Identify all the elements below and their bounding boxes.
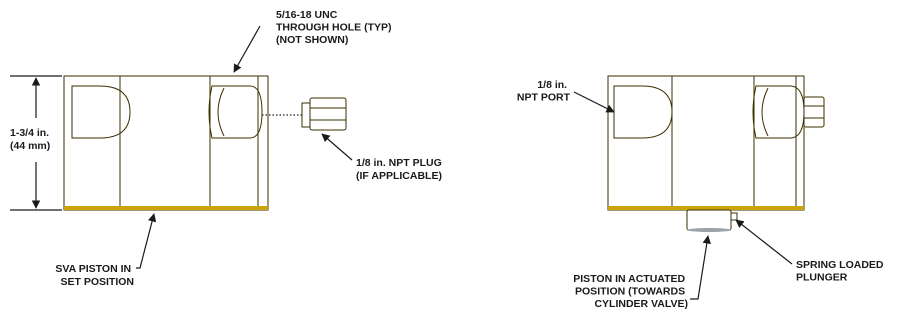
npt-plug-label: 1/8 in. NPT PLUG (IF APPLICABLE) xyxy=(356,157,445,182)
left-boss xyxy=(71,85,131,139)
installed-plug xyxy=(803,96,825,128)
left-valve-body xyxy=(63,75,269,211)
height-dimension xyxy=(10,75,62,211)
left-body-block xyxy=(63,75,269,211)
sva-piston-arrow xyxy=(136,213,157,269)
right-left-boss xyxy=(613,85,673,139)
spring-plunger-label: SPRING LOADED PLUNGER xyxy=(796,259,886,284)
through-hole-label: 5/16-18 UNC THROUGH HOLE (TYP) (NOT SHOW… xyxy=(276,9,394,46)
right-boss xyxy=(208,85,263,139)
spring-plunger-arrow xyxy=(735,219,793,265)
through-hole-arrow xyxy=(233,25,261,73)
npt-plug xyxy=(301,97,347,131)
right-valve-body xyxy=(607,75,805,211)
piston-actuated-label: PISTON IN ACTUATED POSITION (TOWARDS CYL… xyxy=(573,273,688,310)
npt-port-arrow xyxy=(573,91,615,113)
piston-actuated-arrow xyxy=(690,235,711,300)
npt-port-label: 1/8 in. NPT PORT xyxy=(517,79,571,104)
right-right-boss xyxy=(752,85,805,139)
height-label: 1-3/4 in. (44 mm) xyxy=(10,127,52,152)
spring-loaded-plunger xyxy=(686,209,738,232)
right-body-block xyxy=(607,75,805,211)
sva-piston-label: SVA PISTON IN SET POSITION xyxy=(55,263,134,288)
npt-plug-arrow xyxy=(321,133,353,161)
